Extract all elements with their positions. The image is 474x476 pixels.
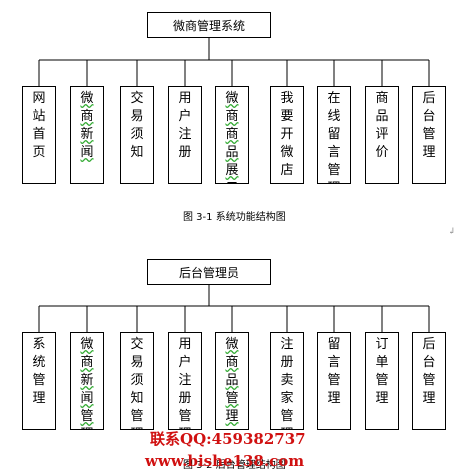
- child-node-label: 微商商品展示: [225, 91, 239, 183]
- child-node-label: 用户注册: [178, 91, 192, 160]
- child-node-label: 后台管理: [422, 337, 436, 406]
- child-node: 微商品管理: [215, 332, 249, 430]
- child-node: 后台管理: [412, 86, 446, 184]
- child-node: 我要开微店: [270, 86, 304, 184]
- child-node: 网站首页: [22, 86, 56, 184]
- child-node: 微商新闻: [70, 86, 104, 184]
- child-node-label: 商品评价: [375, 91, 389, 160]
- child-node: 微商商品展示: [215, 86, 249, 184]
- child-node: 交易须知: [120, 86, 154, 184]
- child-node-label: 微商新闻管理: [80, 337, 94, 429]
- child-node-label: 后台管理: [422, 91, 436, 160]
- child-node: 用户注册: [168, 86, 202, 184]
- child-node-label: 订单管理: [375, 337, 389, 406]
- watermark-url: www.bishe138.com: [145, 452, 305, 470]
- root-node-admin: 后台管理员: [147, 259, 271, 285]
- child-node-label: 网站首页: [32, 91, 46, 160]
- diagram1-caption: 图 3-1 系统功能结构图: [183, 212, 286, 223]
- child-node: 商品评价: [365, 86, 399, 184]
- child-node-label: 注册卖家管理: [280, 337, 294, 429]
- child-node-label: 交易须知: [130, 91, 144, 160]
- child-node: 交易须知管理: [120, 332, 154, 430]
- child-node: 订单管理: [365, 332, 399, 430]
- child-node: 系统管理: [22, 332, 56, 430]
- paragraph-mark: ↲: [448, 227, 456, 237]
- root-node-label: 微商管理系统: [172, 18, 245, 33]
- diagram2-caption: 图 3-2 后台管理结构图: [183, 460, 286, 471]
- child-node-label: 微商新闻: [80, 91, 94, 160]
- child-node-label: 微商品管理: [225, 337, 239, 424]
- child-node: 微商新闻管理: [70, 332, 104, 430]
- root-node-label: 后台管理员: [178, 265, 239, 280]
- child-node: 后台管理: [412, 332, 446, 430]
- child-node: 在线留言管理: [317, 86, 351, 184]
- watermark-qq: 联系QQ:459382737: [150, 430, 306, 448]
- child-node-label: 在线留言管理: [327, 91, 341, 183]
- child-node-label: 用户注册管理: [178, 337, 192, 429]
- child-node: 留言管理: [317, 332, 351, 430]
- root-node-system: 微商管理系统: [147, 12, 271, 38]
- child-node-label: 留言管理: [327, 337, 341, 406]
- child-node: 注册卖家管理: [270, 332, 304, 430]
- child-node-label: 交易须知管理: [130, 337, 144, 429]
- child-node-label: 我要开微店: [280, 91, 294, 178]
- child-node-label: 系统管理: [32, 337, 46, 406]
- child-node: 用户注册管理: [168, 332, 202, 430]
